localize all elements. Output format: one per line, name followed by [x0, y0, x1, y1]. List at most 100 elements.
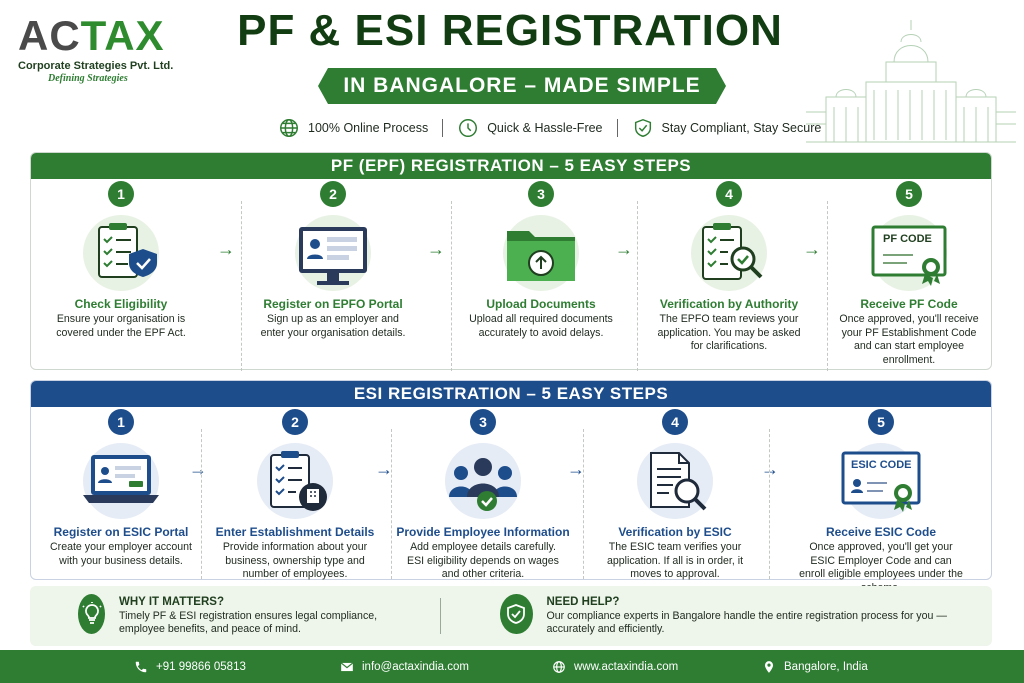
esi-steps: 1 Register on ESIC Portal Create your em… [31, 409, 991, 594]
mail-icon [340, 661, 354, 671]
help-text: Our compliance experts in Bangalore hand… [546, 610, 947, 635]
step-number: 4 [662, 409, 688, 435]
step-description: Once approved, you'll receive your PF Es… [839, 313, 979, 366]
help-title: NEED HELP? [546, 596, 620, 608]
feature-online: 100% Online Process [278, 117, 428, 139]
feature-divider [442, 119, 444, 137]
step-title: Verification by ESIC [618, 525, 732, 539]
arrow-right-icon: → [189, 459, 207, 479]
why-it-matters: WHY IT MATTERS? Timely PF & ESI registra… [78, 594, 418, 636]
esi-step-3: 3 Provide Employee Information Add emplo… [395, 409, 571, 582]
location-text: Bangalore, India [784, 660, 868, 673]
arrow-right-icon: → [615, 239, 633, 259]
step-divider [769, 429, 770, 579]
step-description: The ESIC team verifies your application.… [606, 541, 744, 580]
step-number: 1 [108, 409, 134, 435]
step-title: Provide Employee Information [396, 525, 570, 539]
logo-text-left: AC [18, 12, 81, 59]
company-tagline: Defining Strategies [48, 73, 128, 84]
step-number: 1 [108, 181, 134, 207]
footer-website[interactable]: www.actaxindia.com [552, 660, 678, 674]
step-title: Verification by Authority [659, 297, 799, 311]
feature-divider [616, 119, 618, 137]
step-divider [241, 201, 242, 371]
step-title: Receive ESIC Code [825, 525, 937, 539]
lightbulb-icon [81, 602, 102, 624]
phone-number: +91 99866 05813 [156, 660, 246, 673]
info-divider [440, 598, 441, 634]
company-name: Corporate Strategies Pvt. Ltd. [18, 60, 174, 72]
logo-text-right: TAX [80, 12, 165, 59]
step-title: Register on ESIC Portal [53, 525, 189, 539]
step-divider [583, 429, 584, 579]
step-divider [827, 201, 828, 371]
arrow-right-icon: → [761, 459, 779, 479]
feature-label: Stay Compliant, Stay Secure [661, 121, 822, 135]
email-address: info@actaxindia.com [362, 660, 469, 673]
pf-registration-section: PF (EPF) REGISTRATION – 5 EASY STEPS 1 C… [30, 152, 992, 371]
step-number: 5 [868, 409, 894, 435]
footer-email[interactable]: info@actaxindia.com [340, 660, 469, 674]
step-description: The EPFO team reviews your application. … [657, 313, 801, 352]
location-pin-icon [764, 660, 774, 673]
globe-icon [280, 119, 298, 137]
globe-icon [553, 660, 565, 673]
step-title: Enter Establishment Details [215, 525, 375, 539]
arrow-right-icon: → [217, 239, 235, 259]
pf-steps: 1 Check Eligibility Ensure your organisa… [31, 181, 991, 371]
clipboard-magnifier-icon [691, 215, 767, 291]
step-number: 3 [470, 409, 496, 435]
step-title: Check Eligibility [74, 297, 168, 311]
team-check-icon [445, 443, 521, 519]
esi-step-4: 4 Verification by ESIC The ESIC team ver… [589, 409, 761, 582]
clipboard-building-icon [257, 443, 333, 519]
phone-icon [135, 661, 147, 672]
step-number: 4 [716, 181, 742, 207]
contact-footer: +91 99866 05813 info@actaxindia.com www.… [0, 650, 1024, 683]
why-text: Timely PF & ESI registration ensures leg… [119, 610, 378, 635]
arrow-right-icon: → [803, 239, 821, 259]
step-title: Receive PF Code [860, 297, 958, 311]
esi-step-5: 5 ESIC CODE Receive ESIC Code Once appro… [791, 409, 971, 595]
clock-icon [459, 119, 478, 137]
step-description: Provide information about your business,… [222, 541, 368, 580]
certificate-code-label: ESIC CODE [851, 459, 912, 471]
esi-step-2: 2 Enter Establishment Details Provide in… [207, 409, 383, 582]
arrow-right-icon: → [375, 459, 393, 479]
step-divider [201, 429, 202, 579]
pf-section-heading: PF (EPF) REGISTRATION – 5 EASY STEPS [31, 153, 991, 179]
why-title: WHY IT MATTERS? [119, 596, 224, 608]
monitor-profile-icon [295, 215, 371, 291]
step-title: Upload Documents [486, 297, 596, 311]
step-description: Add employee details carefully. ESI elig… [407, 541, 559, 580]
esi-registration-section: ESI REGISTRATION – 5 EASY STEPS 1 Regist… [30, 380, 992, 594]
step-title: Register on EPFO Portal [263, 297, 403, 311]
feature-strip: 100% Online Process Quick & Hassle-Free … [278, 116, 821, 140]
esi-section-heading: ESI REGISTRATION – 5 EASY STEPS [31, 381, 991, 407]
step-divider [391, 429, 392, 579]
website-url: www.actaxindia.com [574, 660, 679, 673]
company-logo: ACTAX Corporate Strategies Pvt. Ltd. Def… [18, 12, 218, 85]
folder-upload-icon [503, 215, 579, 291]
arrow-right-icon: → [427, 239, 445, 259]
certificate-icon [871, 215, 947, 291]
pf-step-1: 1 Check Eligibility Ensure your organisa… [35, 181, 207, 340]
step-description: Sign up as an employer and enter your or… [260, 313, 406, 339]
certificate-code-label: PF CODE [883, 233, 932, 245]
feature-label: Quick & Hassle-Free [487, 121, 603, 135]
page-title: PF & ESI REGISTRATION [237, 6, 783, 55]
esi-step-1: 1 Register on ESIC Portal Create your em… [35, 409, 207, 568]
step-number: 2 [320, 181, 346, 207]
pf-step-4: 4 Verification by Authority The EPFO tea… [643, 181, 815, 354]
step-number: 5 [896, 181, 922, 207]
checklist-shield-icon [83, 215, 159, 291]
step-divider [451, 201, 452, 371]
feature-secure: Stay Compliant, Stay Secure [632, 117, 822, 139]
step-divider [637, 201, 638, 371]
document-magnifier-icon [637, 443, 713, 519]
step-description: Once approved, you'll get your ESIC Empl… [799, 541, 963, 594]
step-number: 2 [282, 409, 308, 435]
step-description: Ensure your organisation is covered unde… [56, 313, 186, 339]
step-description: Upload all required documents accurately… [469, 313, 613, 339]
footer-phone[interactable]: +91 99866 05813 [134, 660, 246, 674]
